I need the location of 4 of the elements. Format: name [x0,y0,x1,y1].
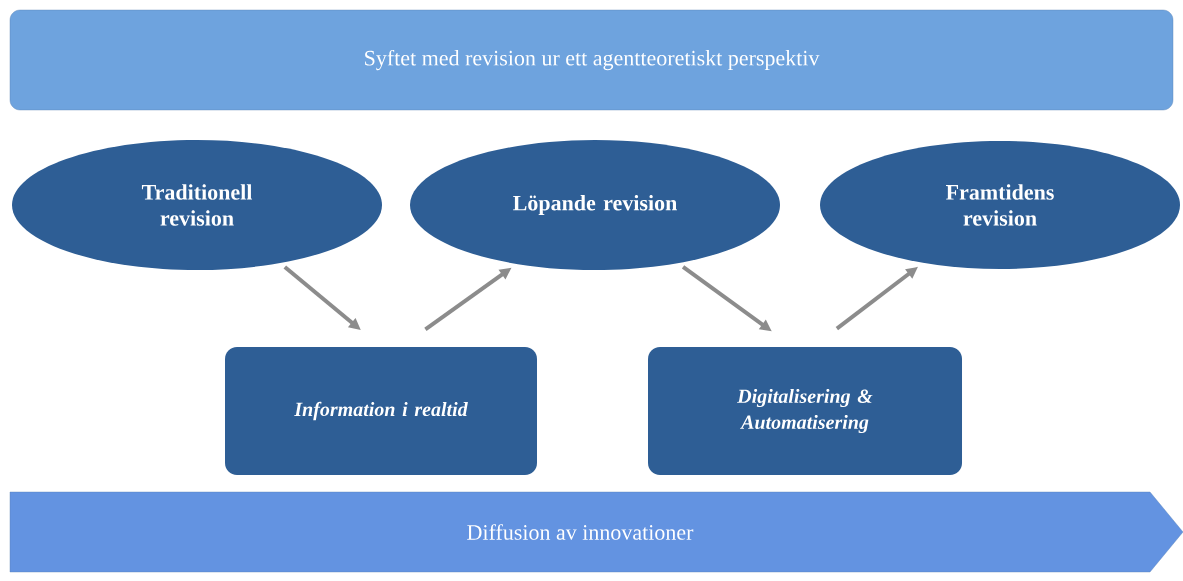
title-band: Syftet med revision ur ett agentteoretiskt perspektiv [9,9,1174,111]
driver-box: Digitalisering & Automatisering [648,347,962,475]
arrow-band: Diffusion av innovationer [9,491,1183,573]
driver-box: Information i realtid [225,347,537,475]
